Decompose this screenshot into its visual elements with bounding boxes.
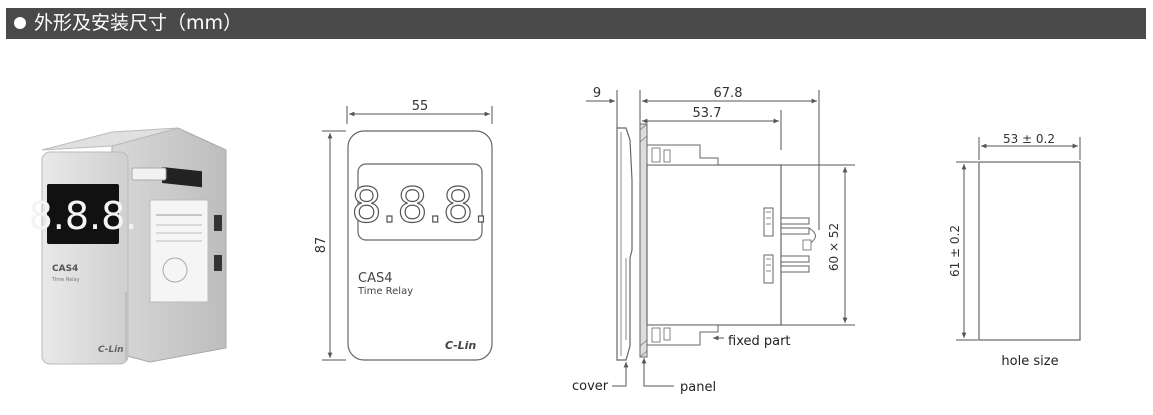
photo-display [47,184,119,244]
front-height-label: 87 [314,237,329,254]
photo-top-connector [162,167,202,188]
side-cover-profile [616,127,633,361]
front-width-label: 55 [412,99,429,114]
photo-side-slot-2 [214,255,222,271]
photo-brand: C-Lin [98,345,124,355]
hole-width-label: 53 ± 0.2 [1003,132,1055,146]
side-dim-9: 9 [593,86,601,101]
photo-top-clip [131,167,167,181]
label-fixed-part: fixed part [728,334,791,349]
side-dim-total: 67.8 [714,86,743,101]
front-view: 55 87 8.8.8. CAS4 Time Relay C-Lin [314,99,493,361]
photo-body-top [41,127,179,151]
section-title: 外形及安装尺寸（mm） [34,12,243,34]
side-view: 9 67.8 53.7 [572,86,855,395]
front-subtitle: Time Relay [357,286,413,297]
hole-caption: hole size [1001,354,1058,369]
front-display-digits: 8.8.8. [351,178,488,234]
side-connector-upper [763,207,774,237]
side-pin-4 [780,265,810,273]
side-panel [639,123,648,358]
photo-display-digits: 8.8.8. [29,194,138,238]
hole-height-label: 61 ± 0.2 [948,225,962,277]
side-dim-vertical: 60 × 52 [827,223,841,271]
label-cover: cover [572,379,609,394]
hole-outline [978,161,1081,341]
front-brand: C-Lin [445,339,476,352]
photo-side-label [149,199,209,303]
side-pin-1 [780,217,810,225]
photo-side-slot-1 [214,215,222,231]
side-dim-body: 53.7 [693,106,722,121]
front-model: CAS4 [358,271,393,286]
hole-view: 53 ± 0.2 61 ± 0.2 hole size [948,132,1081,369]
product-photo: 8.8.8. CAS4 Time Relay C-Lin [29,127,227,365]
side-pin-2 [780,227,810,235]
label-panel: panel [680,380,716,395]
front-display-window [357,163,483,241]
side-pin-3 [780,255,810,263]
side-connector-lower [763,254,774,284]
photo-subtitle: Time Relay [51,277,80,283]
section-header: 外形及安装尺寸（mm） [6,8,1146,39]
side-body [646,164,782,326]
photo-front-face [41,151,129,365]
bullet-icon [14,17,26,29]
photo-model: CAS4 [52,264,78,274]
